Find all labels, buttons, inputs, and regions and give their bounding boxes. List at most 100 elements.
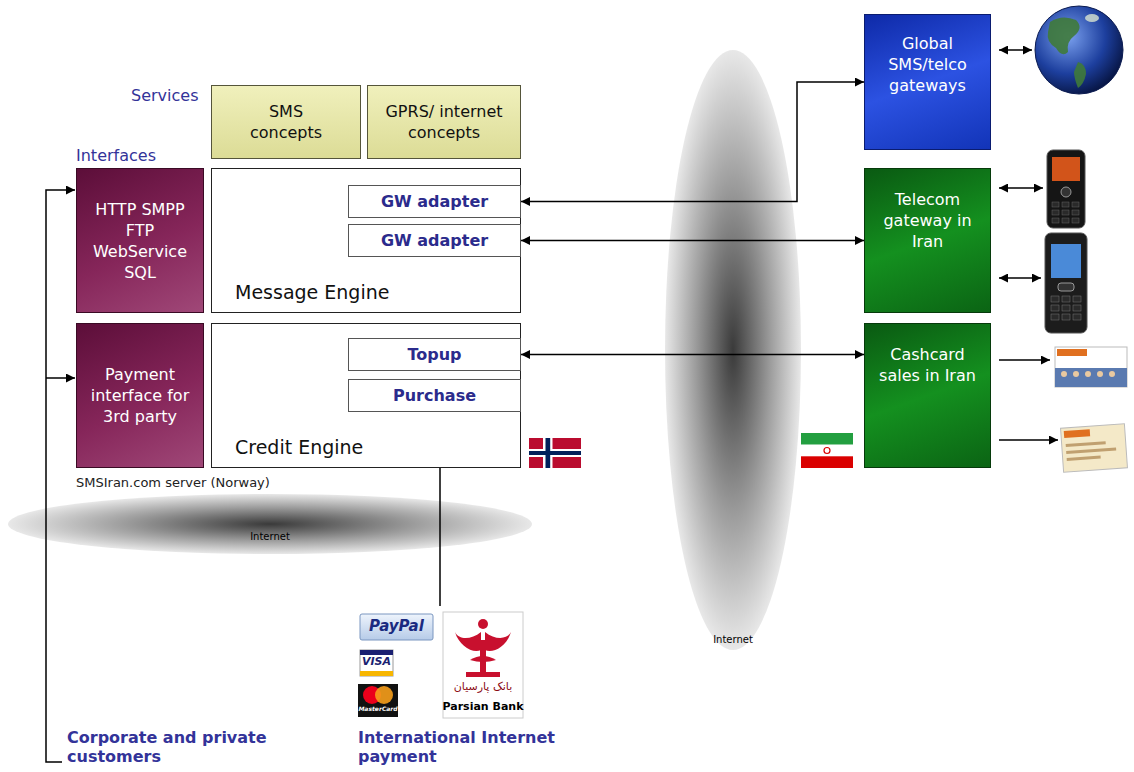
- module-box: Purchase: [348, 379, 521, 412]
- cashcard-picture: [1067, 456, 1101, 461]
- box-label: Telecom gateway in Iran: [879, 189, 976, 252]
- phone-picture: [1062, 202, 1069, 207]
- iran-flag: [824, 448, 830, 454]
- internet-cloud: [8, 494, 532, 554]
- mastercard-logo: [375, 686, 393, 704]
- engine-box: Message Engine GW adapter GW adapter: [211, 168, 521, 313]
- phone-picture: [1045, 233, 1087, 333]
- engine-title: Message Engine: [235, 282, 389, 303]
- mastercard-logo: [358, 684, 398, 717]
- phone-picture: [1052, 210, 1059, 215]
- phone-picture: [1061, 187, 1071, 197]
- logo-text: Parsian Bank: [436, 700, 530, 713]
- visa-logo: [360, 650, 393, 655]
- cloud-label: Internet: [230, 531, 310, 543]
- bank-logo: [478, 619, 488, 629]
- globe-picture: [1085, 14, 1099, 22]
- phone-picture: [1058, 283, 1074, 291]
- phone-picture: [1051, 296, 1059, 302]
- leader-arrow: [999, 187, 1043, 189]
- iran-flag: [801, 433, 853, 445]
- phone-picture: [1051, 314, 1059, 320]
- section-label: Services: [131, 86, 221, 105]
- iran-flag: [801, 445, 853, 457]
- cashcard-picture: [1064, 429, 1090, 438]
- cashcard-picture: [1109, 371, 1115, 377]
- internet-cloud: [665, 50, 801, 650]
- group-label: International Internet payment: [358, 728, 563, 766]
- group-label: Corporate and private customers: [67, 728, 279, 766]
- box-label: GW adapter: [381, 230, 488, 251]
- engine-box: Credit Engine TopupPurchase: [211, 323, 521, 468]
- module-box: GW adapter: [348, 224, 521, 257]
- leader-arrow: [999, 439, 1058, 441]
- iran-flag: [801, 456, 853, 468]
- leader-arrow: [999, 359, 1050, 361]
- cashcard-picture: [1066, 447, 1116, 453]
- phone-picture: [1052, 218, 1059, 223]
- cashcard-picture: [1055, 347, 1127, 387]
- module-box: GW adapter: [348, 185, 521, 218]
- interface-box: Payment interface for 3rd party: [76, 323, 204, 468]
- cashcard-picture: [1061, 424, 1128, 472]
- phone-picture: [1047, 150, 1085, 228]
- phone-picture: [1062, 305, 1070, 311]
- phone-picture: [1052, 157, 1080, 181]
- logo-text: VISA: [360, 655, 393, 668]
- logo-text: MasterCard: [352, 705, 404, 712]
- phone-picture: [1072, 202, 1079, 207]
- logo-text: PayPal: [360, 617, 433, 635]
- iran-flag: [801, 433, 853, 468]
- box-label: SMS concepts: [234, 101, 338, 143]
- service-box: GPRS/ internet concepts: [367, 85, 521, 159]
- gateway-box: Telecom gateway in Iran: [864, 168, 991, 313]
- norway-flag: [529, 438, 581, 468]
- norway-flag: [529, 438, 581, 468]
- bank-logo: [455, 632, 481, 651]
- engine-title: Credit Engine: [235, 437, 363, 458]
- bank-logo: [470, 656, 496, 662]
- cashcard-picture: [1066, 441, 1106, 447]
- bank-logo: [466, 672, 500, 677]
- box-label: Global SMS/telco gateways: [873, 33, 982, 96]
- phone-picture: [1073, 305, 1081, 311]
- cashcard-picture: [1085, 371, 1091, 377]
- leader-arrow: [999, 277, 1041, 279]
- phone-picture: [1073, 314, 1081, 320]
- globe-picture: [1035, 6, 1123, 94]
- visa-logo: [360, 650, 393, 676]
- bank-logo: [485, 632, 511, 651]
- leader-arrow: [46, 190, 75, 762]
- connector-arrow: [521, 354, 864, 356]
- cashcard-picture: [1055, 347, 1127, 387]
- box-label: HTTP SMPP FTP WebService SQL: [93, 199, 187, 283]
- leader-arrow: [999, 49, 1032, 51]
- cashcard-picture: [1057, 349, 1087, 356]
- service-box: SMS concepts: [211, 85, 361, 159]
- phone-picture: [1073, 296, 1081, 302]
- gateway-box: Global SMS/telco gateways: [864, 14, 991, 150]
- logo-text: بانک پارسیان: [443, 680, 523, 693]
- internet-cloud: [8, 50, 801, 650]
- globe-picture: [1048, 17, 1080, 54]
- cloud-label: Internet: [693, 634, 773, 646]
- visa-logo: [360, 650, 393, 676]
- box-label: GW adapter: [381, 191, 488, 212]
- leader-arrow: [46, 377, 75, 379]
- visa-logo: [360, 671, 393, 676]
- phone-picture: [1072, 218, 1079, 223]
- module-box: Topup: [348, 338, 521, 371]
- phone-picture: [1062, 210, 1069, 215]
- cashcard-picture: [1073, 371, 1079, 377]
- phone-picture: [1051, 305, 1059, 311]
- mastercard-logo: [358, 684, 398, 717]
- cashcard-picture: [1061, 424, 1128, 472]
- phone-picture: [1052, 202, 1059, 207]
- box-label: Cashcard sales in Iran: [879, 344, 976, 386]
- norway-flag: [529, 451, 581, 455]
- leader-arrow: [46, 50, 1058, 762]
- paypal-logo: [360, 614, 433, 640]
- phone-picture: [1045, 233, 1087, 333]
- cashcard-picture: [1061, 371, 1067, 377]
